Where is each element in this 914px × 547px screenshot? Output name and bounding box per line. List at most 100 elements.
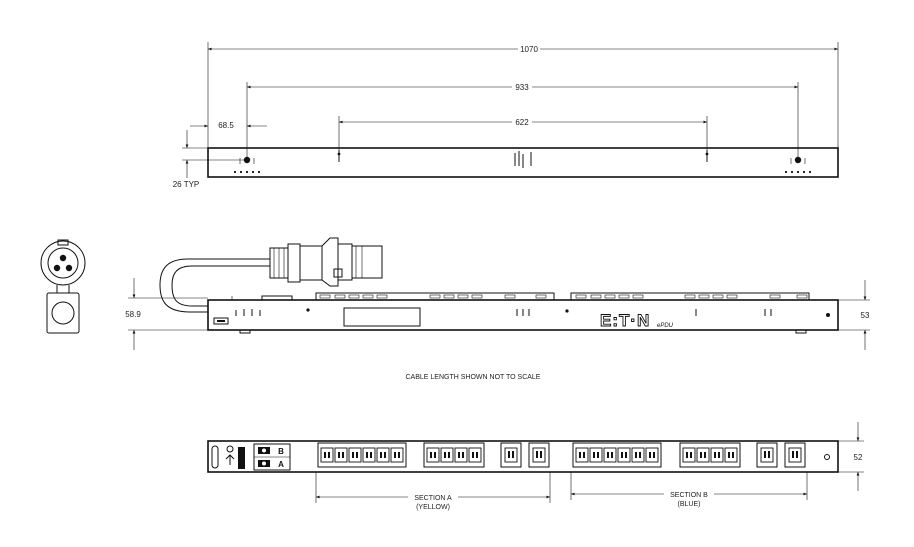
breaker-a-label: A <box>278 460 284 469</box>
section-a-c19-outlet-2[interactable] <box>528 442 550 468</box>
c13-outlet[interactable] <box>617 447 631 463</box>
c13-outlet[interactable] <box>724 447 738 463</box>
end-cap-housing <box>46 292 80 334</box>
section-a-c13-group-2 <box>423 442 485 468</box>
c13-outlet[interactable] <box>645 447 659 463</box>
front-outlets <box>317 442 806 468</box>
outlet-bump <box>348 294 360 299</box>
plug-pin-left <box>53 264 61 272</box>
dim-1070-label: 1070 <box>520 45 538 54</box>
dimension-height-typ: 26 TYP <box>173 130 247 189</box>
end-cap-circle <box>51 301 75 325</box>
outlet-bump <box>429 294 441 299</box>
side-port <box>213 317 229 325</box>
section-b-c19-outlet-2[interactable] <box>784 442 806 468</box>
c13-outlet[interactable] <box>631 447 645 463</box>
section-a-dimension: SECTION A (YELLOW) <box>315 472 551 511</box>
c13-outlet[interactable] <box>682 447 696 463</box>
center-marks <box>514 151 532 168</box>
outlet-bump <box>362 294 374 299</box>
dimension-edge-offset: 68.5 <box>190 121 267 130</box>
c13-outlet[interactable] <box>589 447 603 463</box>
section-b-c19-outlet-1[interactable] <box>756 442 778 468</box>
outlet-bump <box>575 294 587 299</box>
dim-933-label: 933 <box>515 83 529 92</box>
cable-length-caption: CABLE LENGTH SHOWN NOT TO SCALE <box>406 374 541 381</box>
front-view: B A 52 SECTION A (YELLOW) <box>207 422 864 511</box>
brand-strip <box>238 447 245 469</box>
plug-pin-top <box>59 254 67 262</box>
c13-outlet[interactable] <box>468 447 482 463</box>
outlet-bump <box>632 294 644 299</box>
c13-outlet[interactable] <box>696 447 710 463</box>
cable-inner <box>171 265 270 307</box>
outlet-bump <box>684 294 696 299</box>
pdu-body-top <box>207 147 839 178</box>
pdu-body-side <box>207 299 839 331</box>
side-center-ticks <box>516 309 530 316</box>
section-b-title: SECTION B <box>670 492 708 499</box>
dim-52-label: 52 <box>854 453 863 462</box>
epdu-logo: ePDU <box>657 323 674 329</box>
mount-hole-left <box>243 156 251 164</box>
outlet-bumps <box>319 294 808 299</box>
outlet-bump <box>604 294 616 299</box>
front-slot <box>211 445 219 469</box>
top-view: 1070 933 622 68.5 26 TYP <box>173 42 839 189</box>
c13-outlet[interactable] <box>454 447 468 463</box>
outlet-bump <box>712 294 724 299</box>
outlet-bump <box>319 294 331 299</box>
section-b-outlet-profile <box>570 292 810 301</box>
c13-outlet[interactable] <box>376 447 390 463</box>
eaton-logo: E:T·N <box>600 311 650 330</box>
dimension-side-left-height: 58.9 <box>125 278 208 350</box>
plug-pin-right <box>65 264 73 272</box>
pdu-body-front <box>207 440 839 473</box>
section-b-c13-group-1 <box>572 442 662 468</box>
plug-end-view <box>40 239 86 334</box>
outlet-bump <box>590 294 602 299</box>
outlet-bump <box>471 294 483 299</box>
cable-outer <box>159 258 270 313</box>
dot-row-right <box>784 170 812 174</box>
section-a-c19-outlet-1[interactable] <box>500 442 522 468</box>
c13-outlet[interactable] <box>603 447 617 463</box>
c13-outlet[interactable] <box>390 447 404 463</box>
outlet-bump <box>376 294 388 299</box>
side-left-ticks <box>235 309 261 316</box>
side-view: 58.9 E:T·N ePDU <box>125 237 870 350</box>
c13-outlet[interactable] <box>426 447 440 463</box>
dimension-inner-spacing: 622 <box>339 118 707 127</box>
section-a-c13-group-1 <box>317 442 407 468</box>
dimension-mount-spacing: 933 <box>247 83 798 92</box>
plug-face-inner <box>47 247 79 279</box>
section-b-c13-group-2 <box>679 442 741 468</box>
dim-26-typ-label: 26 TYP <box>173 180 200 189</box>
outlet-bump <box>698 294 710 299</box>
c13-outlet[interactable] <box>575 447 589 463</box>
outlet-bump <box>535 294 547 299</box>
outlet-bump <box>618 294 630 299</box>
section-b-color: (BLUE) <box>678 501 701 508</box>
breaker-block: B A <box>253 443 291 471</box>
dimension-side-right-height: 53 <box>838 280 870 350</box>
dimension-front-height: 52 <box>838 422 864 491</box>
section-a-outlet-profile <box>315 292 555 301</box>
dim-53-label: 53 <box>861 311 870 320</box>
section-b-dimension: SECTION B (BLUE) <box>570 472 808 508</box>
mount-hole-right <box>794 156 802 164</box>
c13-outlet[interactable] <box>440 447 454 463</box>
outlet-bump <box>504 294 516 299</box>
ground-symbol-icon <box>226 445 234 453</box>
c13-outlet[interactable] <box>320 447 334 463</box>
side-screw-right <box>826 313 830 317</box>
c13-outlet[interactable] <box>362 447 376 463</box>
breaker-b-label: B <box>278 447 284 456</box>
outlet-bump <box>334 294 346 299</box>
dim-58-9-label: 58.9 <box>125 310 141 319</box>
dim-68-5-label: 68.5 <box>218 121 234 130</box>
c13-outlet[interactable] <box>348 447 362 463</box>
c13-outlet[interactable] <box>334 447 348 463</box>
c13-outlet[interactable] <box>710 447 724 463</box>
